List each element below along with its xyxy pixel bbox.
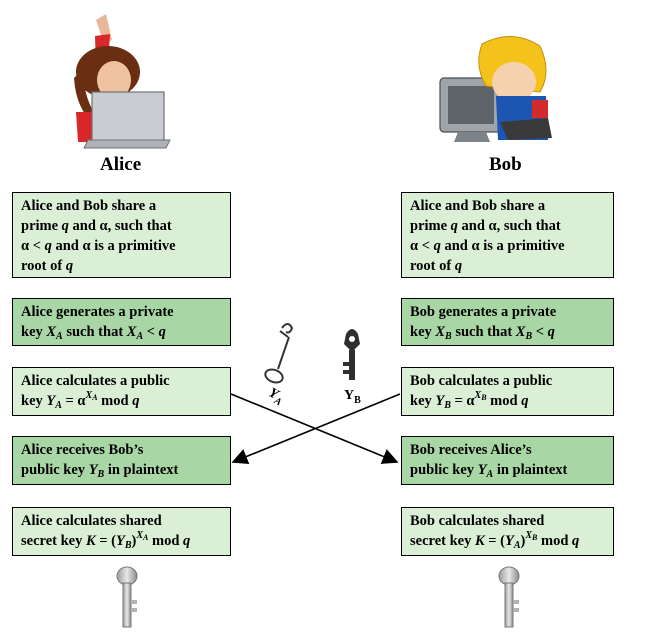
key-outline-icon [264, 323, 294, 384]
alice-shared-params-box: Alice and Bob share a prime q and α, suc… [12, 192, 231, 278]
bob-public-key-box: Bob calculates a public key YB = αXB mod… [401, 367, 614, 416]
arrow-alice-to-bob [230, 393, 399, 464]
alice-public-key-box: Alice calculates a public key YA = αXA m… [12, 367, 231, 416]
bob-receives-key-box: Bob receives Alice’s public key YA in pl… [401, 436, 614, 485]
bob-secret-key-icon [498, 566, 520, 628]
key-label-yb: YB [344, 388, 361, 406]
bob-shared-params-box: Alice and Bob share a prime q and α, suc… [401, 192, 614, 278]
bob-shared-secret-box: Bob calculates shared secret key K = (YA… [401, 507, 614, 556]
alice-name: Alice [100, 154, 142, 175]
bob-private-key-box: Bob generates a private key XB such that… [401, 298, 614, 346]
alice-secret-key-icon [116, 566, 138, 628]
arrow-bob-to-alice [231, 393, 401, 464]
alice-receives-key-box: Alice receives Bob’s public key YB in pl… [12, 436, 231, 485]
alice-private-key-box: Alice generates a private key XA such th… [12, 298, 231, 346]
alice-illustration [74, 14, 171, 149]
bob-illustration [439, 35, 552, 142]
bob-name: Bob [489, 154, 522, 175]
alice-shared-secret-box: Alice calculates shared secret key K = (… [12, 507, 231, 556]
key-dark-icon [343, 329, 360, 380]
